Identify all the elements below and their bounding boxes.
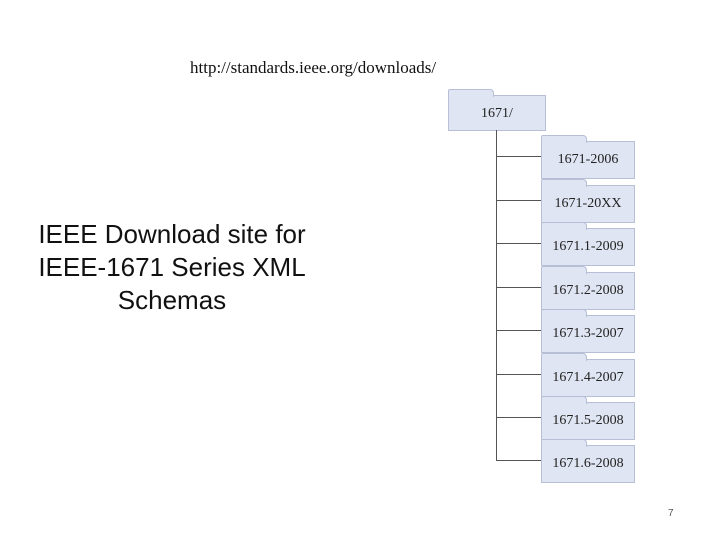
folder-tab xyxy=(448,89,494,97)
branch-line xyxy=(496,460,542,461)
folder-icon: 1671-20XX xyxy=(541,179,635,223)
folder-label: 1671.4-2007 xyxy=(552,370,624,385)
folder-label: 1671.6-2008 xyxy=(552,456,624,471)
download-url: http://standards.ieee.org/downloads/ xyxy=(190,58,437,77)
folder-tab xyxy=(541,266,587,274)
folder-tab xyxy=(541,396,587,404)
folder-icon: 1671.4-2007 xyxy=(541,353,635,397)
folder-icon: 1671.1-2009 xyxy=(541,222,635,266)
branch-line xyxy=(496,243,542,244)
root-folder-label: 1671/ xyxy=(481,106,513,121)
title-line-1: IEEE Download site for xyxy=(38,219,306,249)
tree-trunk-line xyxy=(496,130,497,461)
folder-icon: 1671-2006 xyxy=(541,135,635,179)
folder-icon: 1671.5-2008 xyxy=(541,396,635,440)
folder-icon: 1671.2-2008 xyxy=(541,266,635,310)
folder-label: 1671-2006 xyxy=(557,152,619,167)
folder-label: 1671.2-2008 xyxy=(552,283,624,298)
root-folder-icon: 1671/ xyxy=(448,89,546,131)
folder-tab xyxy=(541,179,587,187)
folder-tab xyxy=(541,353,587,361)
branch-line xyxy=(496,330,542,331)
folder-icon: 1671.3-2007 xyxy=(541,309,635,353)
folder-label: 1671.3-2007 xyxy=(552,326,624,341)
branch-line xyxy=(496,374,542,375)
branch-line xyxy=(496,200,542,201)
folder-label: 1671-20XX xyxy=(554,196,622,211)
folder-tab xyxy=(541,222,587,230)
folder-tab xyxy=(541,135,587,143)
title-line-3: Schemas xyxy=(117,285,227,315)
branch-line xyxy=(496,156,542,157)
folder-tab xyxy=(541,309,587,317)
folder-label: 1671.5-2008 xyxy=(552,413,624,428)
slide-title: IEEE Download site for IEEE-1671 Series … xyxy=(22,218,322,317)
branch-line xyxy=(496,417,542,418)
folder-tab xyxy=(541,439,587,447)
branch-line xyxy=(496,287,542,288)
page-number: 7 xyxy=(668,508,674,519)
folder-icon: 1671.6-2008 xyxy=(541,439,635,483)
title-line-2: IEEE-1671 Series XML xyxy=(38,252,306,282)
folder-label: 1671.1-2009 xyxy=(552,239,624,254)
